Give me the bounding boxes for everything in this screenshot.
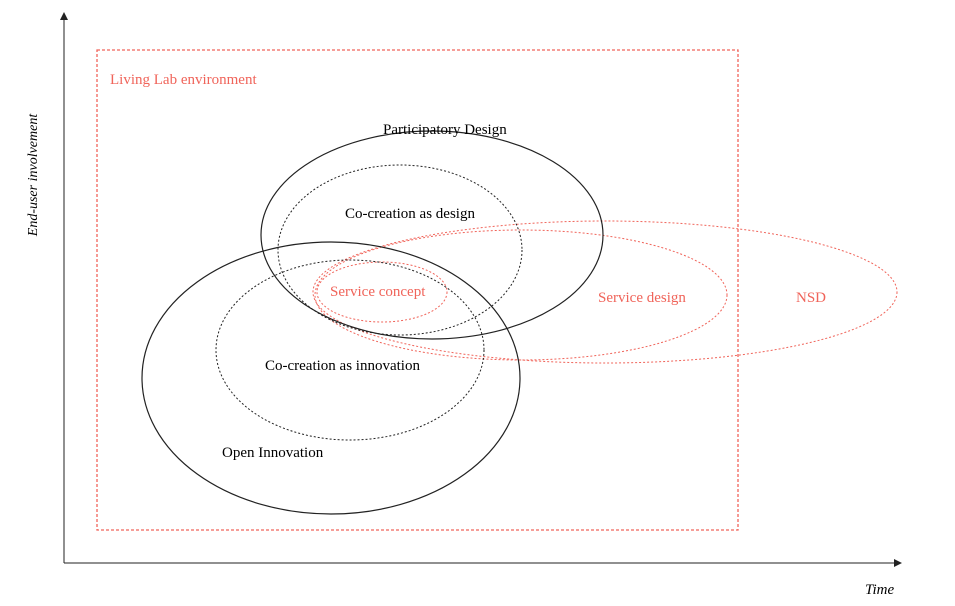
open-innovation-label: Open Innovation	[222, 445, 324, 461]
service-design-ellipse	[314, 229, 728, 361]
open-innovation-ellipse	[141, 241, 521, 515]
living-lab-environment-box	[96, 49, 739, 531]
service-concept-label: Service concept	[330, 284, 426, 300]
x-axis-label: Time	[865, 582, 895, 598]
nsd-ellipse	[312, 220, 898, 364]
participatory-design-label: Participatory Design	[383, 122, 507, 138]
service-concept-ellipse	[316, 261, 448, 323]
service-design-label: Service design	[598, 290, 686, 306]
cocreation-innovation-label: Co-creation as innovation	[265, 358, 420, 374]
participatory-design-ellipse	[260, 130, 604, 340]
living-lab-label: Living Lab environment	[110, 72, 257, 88]
cocreation-innovation-ellipse	[215, 259, 485, 441]
cocreation-design-label: Co-creation as design	[345, 206, 475, 222]
cocreation-design-ellipse	[277, 164, 523, 336]
nsd-label: NSD	[796, 290, 827, 306]
